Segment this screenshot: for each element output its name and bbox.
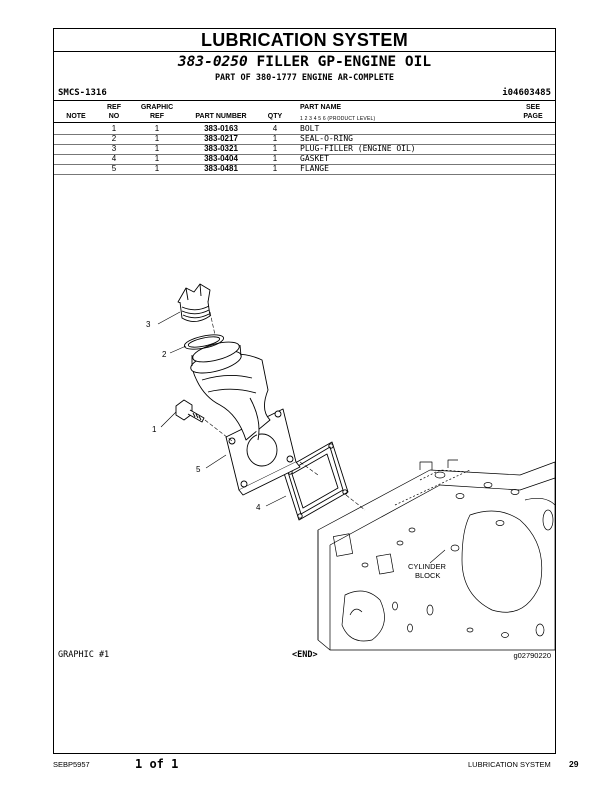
col-note: NOTE	[66, 113, 86, 120]
bolt-part	[175, 399, 205, 423]
row-part-number: 383-0217	[204, 134, 238, 143]
callout-1: 1	[152, 425, 157, 434]
row-ref-no: 5	[111, 164, 117, 173]
col-qty: QTY	[267, 113, 283, 120]
document-ident: i04603485	[502, 88, 551, 98]
row-part-number: 383-0481	[204, 164, 238, 173]
row-divider	[54, 163, 555, 165]
row-divider	[54, 133, 555, 135]
col-part-number: PART NUMBER	[195, 113, 247, 120]
row-part-name: SEAL-O-RING	[300, 134, 353, 143]
footer-doc-number: SEBP5957	[53, 760, 90, 769]
system-title: LUBRICATION SYSTEM	[54, 29, 555, 52]
row-part-name: BOLT	[300, 124, 320, 133]
col-product-levels: 1 2 3 4 5 6 (PRODUCT LEVEL)	[300, 116, 376, 122]
col-see-top: SEE	[525, 104, 540, 111]
row-part-number: 383-0163	[204, 124, 238, 133]
callout-5: 5	[196, 465, 201, 474]
row-graphic-ref: 1	[154, 154, 160, 163]
row-graphic-ref: 1	[154, 144, 160, 153]
row-ref-no: 3	[111, 144, 117, 153]
part-of-line: PART OF 380-1777 ENGINE AR-COMPLETE	[214, 73, 395, 83]
row-divider	[54, 143, 555, 145]
filler-tube-part	[190, 341, 271, 441]
page-frame: LUBRICATION SYSTEM 383-0250 FILLER GP-EN…	[53, 28, 556, 754]
graphic-label: GRAPHIC #1	[58, 650, 110, 660]
callout-4: 4	[256, 503, 261, 512]
row-part-name: PLUG-FILLER (ENGINE OIL)	[300, 144, 416, 153]
row-graphic-ref: 1	[154, 134, 160, 143]
row-part-number: 383-0404	[204, 154, 238, 163]
header-rule-top	[54, 100, 555, 101]
row-divider	[54, 153, 555, 155]
col-ref-top: REF	[107, 104, 121, 111]
callout-3: 3	[146, 320, 151, 329]
row-divider	[54, 173, 555, 175]
o-ring-part	[183, 334, 225, 350]
group-number: 383-0250	[177, 54, 248, 70]
cylinder-block-label-1: CYLINDER	[408, 562, 447, 571]
callout-2: 2	[162, 350, 167, 359]
row-qty: 1	[272, 144, 278, 153]
leader-lines	[157, 311, 446, 564]
col-see-bottom: PAGE	[523, 113, 543, 120]
row-qty: 1	[272, 134, 278, 143]
end-label: <END>	[292, 650, 318, 660]
row-part-number: 383-0321	[204, 144, 238, 153]
row-qty: 4	[272, 124, 278, 133]
col-part-name: PART NAME	[300, 104, 342, 111]
col-graphic-top: GRAPHIC	[140, 104, 174, 111]
header-rule-bottom	[54, 122, 555, 123]
flange-part	[225, 408, 301, 496]
col-graphic-bottom: REF	[150, 113, 164, 120]
row-graphic-ref: 1	[154, 164, 160, 173]
graphic-id: g02790220	[513, 651, 551, 660]
row-qty: 1	[272, 154, 278, 163]
cylinder-block-outline	[317, 459, 556, 651]
group-name: FILLER GP-ENGINE OIL	[256, 54, 432, 70]
footer-section: LUBRICATION SYSTEM	[468, 760, 551, 769]
gasket-part	[282, 441, 349, 521]
col-ref-bottom: NO	[108, 113, 120, 120]
footer-page-number: 29	[569, 759, 579, 769]
cylinder-block-label-2: BLOCK	[415, 571, 440, 580]
row-part-name: FLANGE	[300, 164, 329, 173]
row-graphic-ref: 1	[154, 124, 160, 133]
footer-page-of: 1 of 1	[135, 757, 179, 771]
group-title: 383-0250 FILLER GP-ENGINE OIL	[54, 54, 555, 70]
smcs-code: SMCS-1316	[58, 88, 107, 98]
row-qty: 1	[272, 164, 278, 173]
row-ref-no: 4	[111, 154, 117, 163]
row-ref-no: 2	[111, 134, 117, 143]
row-part-name: GASKET	[300, 154, 329, 163]
row-ref-no: 1	[111, 124, 117, 133]
filler-plug-part	[177, 283, 211, 322]
